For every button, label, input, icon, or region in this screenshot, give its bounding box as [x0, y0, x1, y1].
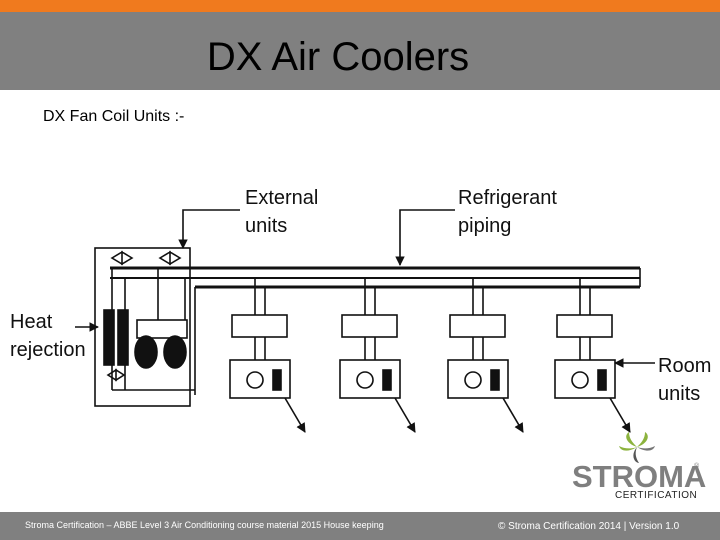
slide-title: DX Air Coolers	[206, 35, 470, 79]
room-unit-2	[339, 278, 416, 433]
label-heat-rejection-line1: Heat	[10, 311, 53, 333]
label-heat-rejection-line2: rejection	[10, 339, 86, 361]
label-room-units-line1: Room	[658, 355, 711, 377]
stroma-logo: STROMA ® CERTIFICATION	[572, 430, 706, 505]
footer-course-text: Stroma Certification – ABBE Level 3 Air …	[25, 520, 384, 530]
room-unit-1	[229, 278, 306, 433]
label-room-units-line2: units	[658, 383, 700, 405]
logo-trademark: ®	[694, 463, 700, 470]
footer-copyright-text: © Stroma Certification 2014 | Version 1.…	[498, 521, 680, 532]
label-refrigerant-piping-line2: piping	[458, 215, 511, 237]
room-unit-3	[447, 278, 524, 433]
label-external-units-line2: units	[245, 215, 287, 237]
footer-bar: Stroma Certification – ABBE Level 3 Air …	[0, 512, 720, 540]
label-external-units-line1: External	[245, 187, 318, 209]
stroma-swirl-icon	[619, 432, 655, 463]
logo-wordmark: STROMA	[572, 459, 707, 494]
label-refrigerant-piping-line1: Refrigerant	[458, 187, 557, 209]
dx-fan-coil-diagram: External units Refrigerant piping Heat r…	[10, 187, 711, 433]
logo-tagline: CERTIFICATION	[615, 490, 698, 501]
accent-stripe	[0, 0, 720, 12]
room-unit-4	[554, 278, 631, 433]
title-bar	[0, 12, 720, 90]
slide-subtitle: DX Fan Coil Units :-	[43, 108, 185, 125]
